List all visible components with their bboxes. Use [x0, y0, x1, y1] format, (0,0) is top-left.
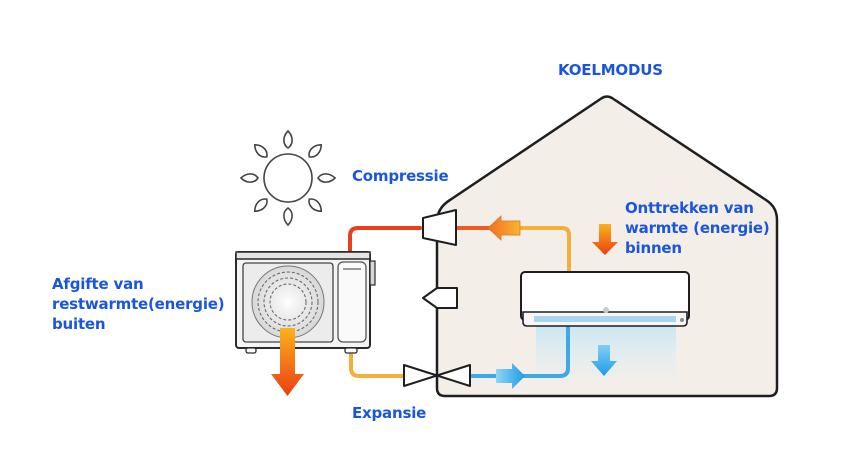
- pipe-hot-outdoor: [348, 226, 422, 254]
- pipe-cold: [470, 320, 570, 378]
- label-line: Onttrekken van: [625, 199, 754, 217]
- outdoor-unit: [235, 251, 376, 354]
- pipe-warm-indoor: [518, 226, 571, 274]
- label-line: warmte (energie): [625, 219, 770, 237]
- pipe-warm-outdoor: [349, 348, 406, 378]
- label-line: Afgifte van: [52, 275, 144, 293]
- refrigerant-pipes: [348, 226, 571, 378]
- label-outdoor-heat-release: Afgifte van restwarmte(energie) buiten: [52, 274, 225, 334]
- fan-icon: [251, 265, 325, 339]
- flow-direction-symbol: [422, 287, 458, 309]
- diagram-title: KOELMODUS: [558, 61, 663, 79]
- indoor-unit: [520, 271, 690, 327]
- label-compression: Compressie: [352, 167, 449, 185]
- heat-extraction-arrow-icon: [592, 224, 618, 255]
- cold-air-arrow-icon: [591, 345, 617, 376]
- compressor-symbol: [422, 209, 457, 246]
- sun-icon: [239, 129, 337, 227]
- flow-arrow-hot-icon: [487, 215, 521, 241]
- label-expansion: Expansie: [352, 404, 427, 422]
- flow-arrow-cold-icon: [496, 363, 525, 389]
- label-indoor-heat-extraction: Onttrekken van warmte (energie) binnen: [625, 198, 770, 258]
- expansion-valve-symbol: [403, 364, 471, 387]
- heat-release-arrow-icon: [271, 328, 304, 396]
- label-line: buiten: [52, 315, 106, 333]
- indoor-led-indicator: [603, 307, 609, 313]
- label-line: restwarmte(energie): [52, 295, 225, 313]
- label-line: binnen: [625, 239, 682, 257]
